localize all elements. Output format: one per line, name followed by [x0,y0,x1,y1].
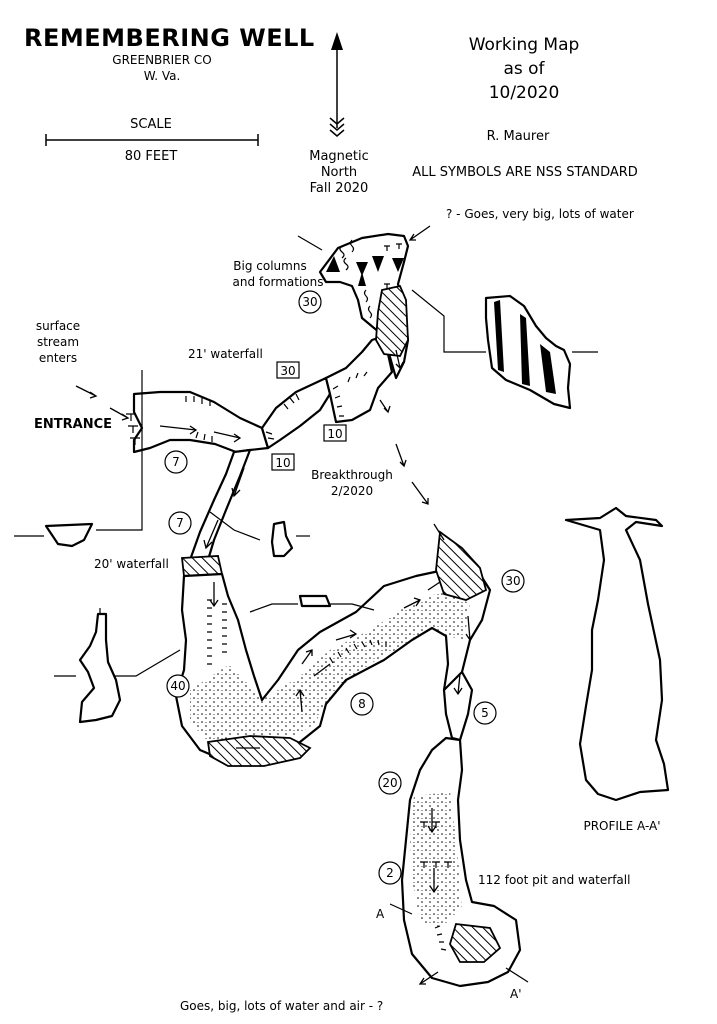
goes-bottom-label: Goes, big, lots of water and air - ? [180,999,383,1013]
pit-label: 112 foot pit and waterfall [478,873,630,887]
depth-box-3: 10 [275,456,290,470]
waterfall-20-label: 20' waterfall [94,557,169,571]
author-label: R. Maurer [487,129,550,144]
status-line-3: 10/2020 [489,83,560,103]
state-label: W. Va. [144,69,181,83]
surface-stream-line-2: stream [37,335,79,349]
breakthrough-line-2: 2/2020 [331,484,373,498]
depth-box-2: 10 [327,427,342,441]
depth-circle-2: 7 [172,455,180,469]
waterfall-21-label: 21' waterfall [188,347,263,361]
breakthrough-line-1: Breakthrough [311,468,393,482]
circled-depths: 30 7 7 40 8 30 5 20 2 [164,290,525,885]
cross-sections [44,294,572,724]
north-line-1: Magnetic [309,149,369,164]
depth-circle-4: 40 [170,679,185,693]
surface-stream-line-1: surface [36,319,80,333]
status-line-1: Working Map [469,35,580,55]
scale-bar: SCALE 80 FEET [45,117,259,164]
profile-label: PROFILE A-A' [583,819,660,833]
section-a-label: A [376,907,385,921]
profile-a-a [564,506,670,802]
map-title: REMEMBERING WELL [24,24,315,52]
surface-stream-line-3: enters [39,351,77,365]
north-line-2: North [321,165,357,180]
big-columns-line-1: Big columns [233,259,306,273]
boxed-depths: 30 10 10 [271,361,347,471]
big-columns-line-2: and formations [233,275,324,289]
north-line-3: Fall 2020 [310,181,369,196]
depth-circle-8: 20 [382,776,397,790]
scale-length: 80 FEET [125,149,178,164]
status-line-2: as of [503,59,545,79]
entrance-label: ENTRANCE [34,417,112,432]
depth-box-1: 30 [280,364,295,378]
county-label: GREENBRIER CO [112,53,211,67]
north-arrow-icon [329,32,345,137]
depth-circle-6: 30 [505,574,520,588]
depth-circle-3: 7 [176,516,184,530]
section-a-prime-label: A' [510,987,522,1001]
symbols-note: ALL SYMBOLS ARE NSS STANDARD [412,165,638,180]
goes-top-label: ? - Goes, very big, lots of water [446,207,634,221]
depth-circle-7: 5 [481,706,489,720]
depth-circle-1: 30 [302,295,317,309]
scale-label: SCALE [130,117,172,132]
depth-circle-5: 8 [358,697,366,711]
cave-plan [14,225,598,988]
depth-circle-9: 2 [386,866,394,880]
